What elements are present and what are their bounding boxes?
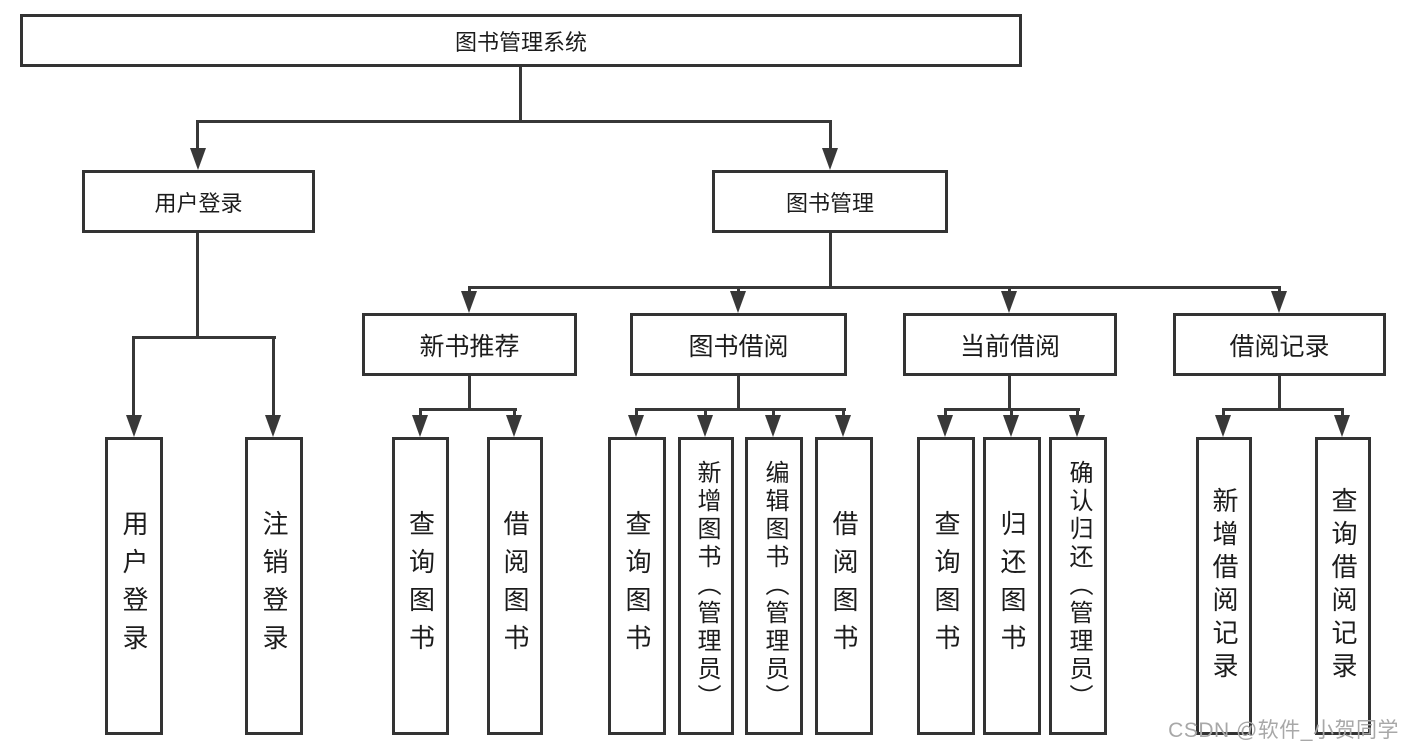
connector-line — [635, 408, 846, 411]
connector-line — [635, 408, 638, 415]
leaf-label: 新增借阅记录 — [1209, 487, 1239, 685]
connector-line — [196, 233, 199, 336]
arrow-down-icon — [822, 148, 838, 170]
connector-line — [737, 286, 740, 293]
connector-line — [1222, 408, 1225, 415]
node-book-management: 图书管理 — [712, 170, 948, 233]
leaf-label: 用户登录 — [119, 510, 149, 662]
leaf-label: 借阅图书 — [500, 510, 530, 662]
leaf-borrow-query-books: 查询图书 — [608, 437, 666, 735]
connector-line — [842, 408, 845, 415]
leaf-label: 查询图书 — [931, 510, 961, 662]
connector-line — [1010, 408, 1013, 415]
node-borrowing-records: 借阅记录 — [1173, 313, 1386, 376]
connector-line — [1076, 408, 1079, 415]
leaf-label: 注销登录 — [259, 510, 289, 662]
leaf-newbook-borrow-books: 借阅图书 — [487, 437, 543, 735]
connector-line — [1341, 408, 1344, 415]
arrow-down-icon — [412, 415, 428, 437]
arrow-down-icon — [1001, 291, 1017, 313]
arrow-down-icon — [835, 415, 851, 437]
connector-line — [1278, 376, 1281, 408]
connector-line — [196, 120, 199, 150]
arrow-down-icon — [126, 415, 142, 437]
arrow-down-icon — [506, 415, 522, 437]
connector-line — [419, 408, 517, 411]
arrow-down-icon — [190, 148, 206, 170]
arrow-down-icon — [730, 291, 746, 313]
connector-line — [1008, 376, 1011, 408]
connector-line — [1222, 408, 1344, 411]
arrow-down-icon — [1271, 291, 1287, 313]
connector-line — [468, 286, 1281, 289]
leaf-records-add-record: 新增借阅记录 — [1196, 437, 1252, 735]
arrow-down-icon — [1003, 415, 1019, 437]
leaf-current-return-books: 归还图书 — [983, 437, 1041, 735]
connector-line — [829, 233, 832, 286]
arrow-down-icon — [1215, 415, 1231, 437]
connector-line — [513, 408, 516, 415]
arrow-down-icon — [697, 415, 713, 437]
arrow-down-icon — [765, 415, 781, 437]
leaf-label: 归还图书 — [997, 510, 1027, 662]
connector-line — [1008, 286, 1011, 293]
leaf-label: 借阅图书 — [829, 510, 859, 662]
arrow-down-icon — [628, 415, 644, 437]
node-book-borrowing: 图书借阅 — [630, 313, 847, 376]
connector-line — [737, 376, 740, 408]
leaf-label: 查询图书 — [405, 510, 436, 662]
leaf-borrow-borrow-books: 借阅图书 — [815, 437, 873, 735]
leaf-label: 编辑图书（管理员） — [761, 460, 788, 712]
node-current-borrowing: 当前借阅 — [903, 313, 1117, 376]
leaf-label: 确认归还（管理员） — [1065, 460, 1092, 712]
connector-line — [519, 67, 522, 120]
leaf-current-query-books: 查询图书 — [917, 437, 975, 735]
leaf-user-login: 用户登录 — [105, 437, 163, 735]
leaf-label: 查询借阅记录 — [1328, 487, 1358, 685]
leaf-label: 新增图书（管理员） — [693, 460, 720, 712]
connector-line — [468, 286, 471, 293]
leaf-records-query-record: 查询借阅记录 — [1315, 437, 1371, 735]
connector-line — [419, 408, 422, 415]
connector-line — [772, 408, 775, 415]
node-root: 图书管理系统 — [20, 14, 1022, 67]
connector-line — [132, 336, 276, 339]
leaf-logout: 注销登录 — [245, 437, 303, 735]
connector-line — [132, 336, 135, 417]
csdn-watermark: CSDN @软件_小贺同学 — [1168, 719, 1399, 742]
connector-line — [196, 120, 832, 123]
leaf-newbook-query-books: 查询图书 — [392, 437, 449, 735]
connector-line — [272, 336, 275, 417]
connector-line — [829, 120, 832, 150]
connector-line — [704, 408, 707, 415]
leaf-borrow-add-books-admin: 新增图书（管理员） — [678, 437, 734, 735]
connector-line — [944, 408, 947, 415]
arrow-down-icon — [1334, 415, 1350, 437]
arrow-down-icon — [265, 415, 281, 437]
leaf-label: 查询图书 — [622, 510, 652, 662]
arrow-down-icon — [1069, 415, 1085, 437]
arrow-down-icon — [937, 415, 953, 437]
leaf-current-confirm-return-admin: 确认归还（管理员） — [1049, 437, 1107, 735]
connector-line — [1278, 286, 1281, 293]
connector-line — [468, 376, 471, 408]
arrow-down-icon — [461, 291, 477, 313]
node-user-login: 用户登录 — [82, 170, 315, 233]
node-new-book-recommendation: 新书推荐 — [362, 313, 577, 376]
leaf-borrow-edit-books-admin: 编辑图书（管理员） — [745, 437, 803, 735]
